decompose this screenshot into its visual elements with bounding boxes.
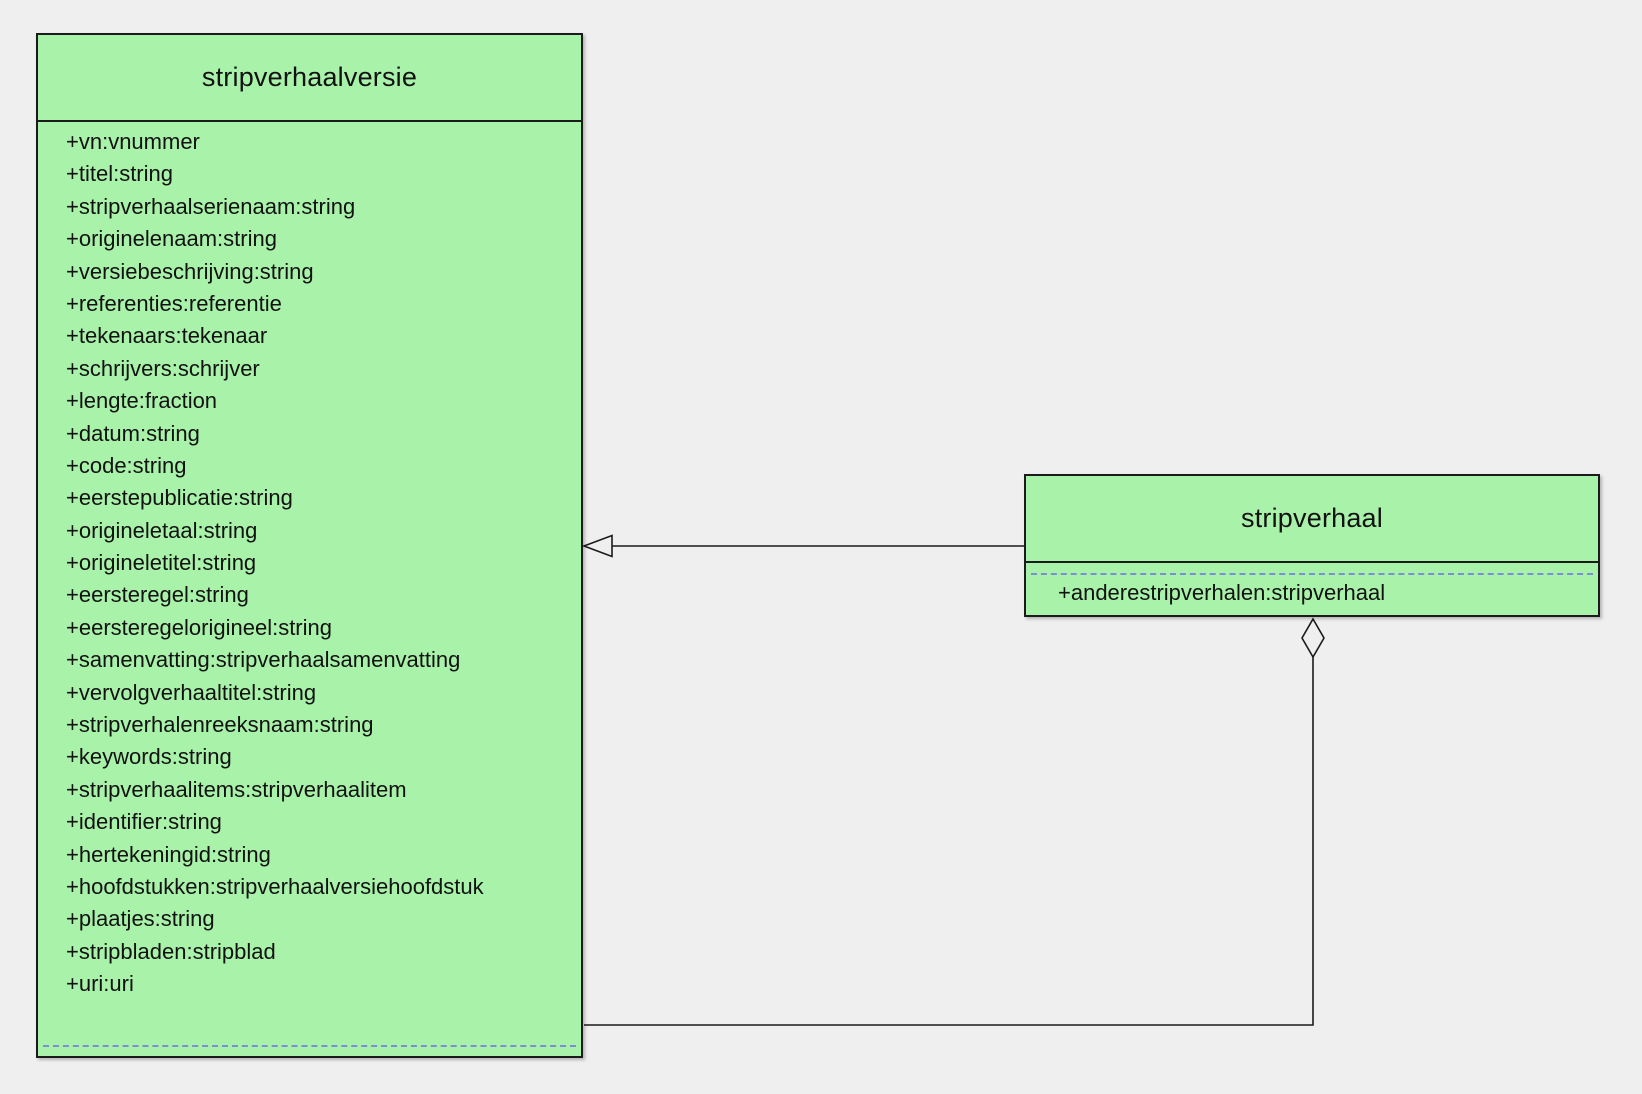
attribute-row: +uri:uri: [66, 971, 134, 997]
class-title: stripverhaalversie: [38, 35, 581, 122]
attribute-list: +vn:vnummer +titel:string +stripverhaalser…: [38, 122, 581, 1001]
attribute-row: +originelenaam:string: [66, 226, 277, 252]
class-title: stripverhaal: [1026, 476, 1598, 563]
attribute-row: +keywords:string: [66, 744, 232, 770]
attribute-row: +titel:string: [66, 161, 173, 187]
attribute-row: +eersteregel:string: [66, 582, 249, 608]
hollow-diamond-icon: [1301, 617, 1325, 659]
attribute-row: +referenties:referentie: [66, 290, 282, 316]
class-box-stripverhaal[interactable]: stripverhaal +anderestripverhalen:stripv…: [1024, 474, 1600, 617]
attribute-row: +vn:vnummer: [66, 129, 200, 154]
attribute-row: +eerstepublicatie:string: [66, 485, 293, 511]
operations-compartment-divider: [43, 1045, 576, 1047]
attribute-row: +stripverhaalitems:stripverhaalitem: [66, 776, 407, 802]
attribute-row: +schrijvers:schrijver: [66, 355, 260, 381]
attribute-row: +hoofdstukken:stripverhaalversiehoofdstu…: [66, 873, 484, 899]
aggregation-connector[interactable]: [584, 617, 1325, 1026]
attribute-row: +datum:string: [66, 420, 200, 446]
attribute-row: +hertekeningid:string: [66, 841, 271, 867]
hollow-triangle-arrowhead-icon: [581, 534, 613, 558]
attribute-row: +origineletitel:string: [66, 550, 257, 576]
attribute-row: +plaatjes:string: [66, 906, 215, 932]
attribute-row: +stripverhaalserienaam:string: [66, 193, 356, 219]
attribute-list: +anderestripverhalen:stripverhaal: [1026, 575, 1598, 608]
attribute-row: +stripverhalenreeksnaam:string: [66, 712, 374, 738]
attribute-row: +stripbladen:stripblad: [66, 938, 276, 964]
class-box-stripverhaalversie[interactable]: stripverhaalversie +vn:vnummer +titel:str…: [36, 33, 583, 1058]
generalization-connector[interactable]: [581, 534, 1024, 558]
attribute-row: +origineletaal:string: [66, 517, 258, 543]
attribute-row: +eersteregelorigineel:string: [66, 614, 332, 640]
attribute-row: +lengte:fraction: [66, 388, 218, 414]
attribute-row: +vervolgverhaaltitel:string: [66, 679, 317, 705]
attributes-compartment-divider: [1031, 573, 1593, 575]
attribute-row: +tekenaars:tekenaar: [66, 323, 268, 349]
attribute-row: +versiebeschrijving:string: [66, 258, 314, 284]
attribute-row: +anderestripverhalen:stripverhaal: [1058, 580, 1386, 605]
attribute-row: +identifier:string: [66, 809, 222, 835]
attribute-row: +code:string: [66, 452, 187, 478]
attribute-row: +samenvatting:stripverhaalsamenvatting: [66, 647, 461, 673]
